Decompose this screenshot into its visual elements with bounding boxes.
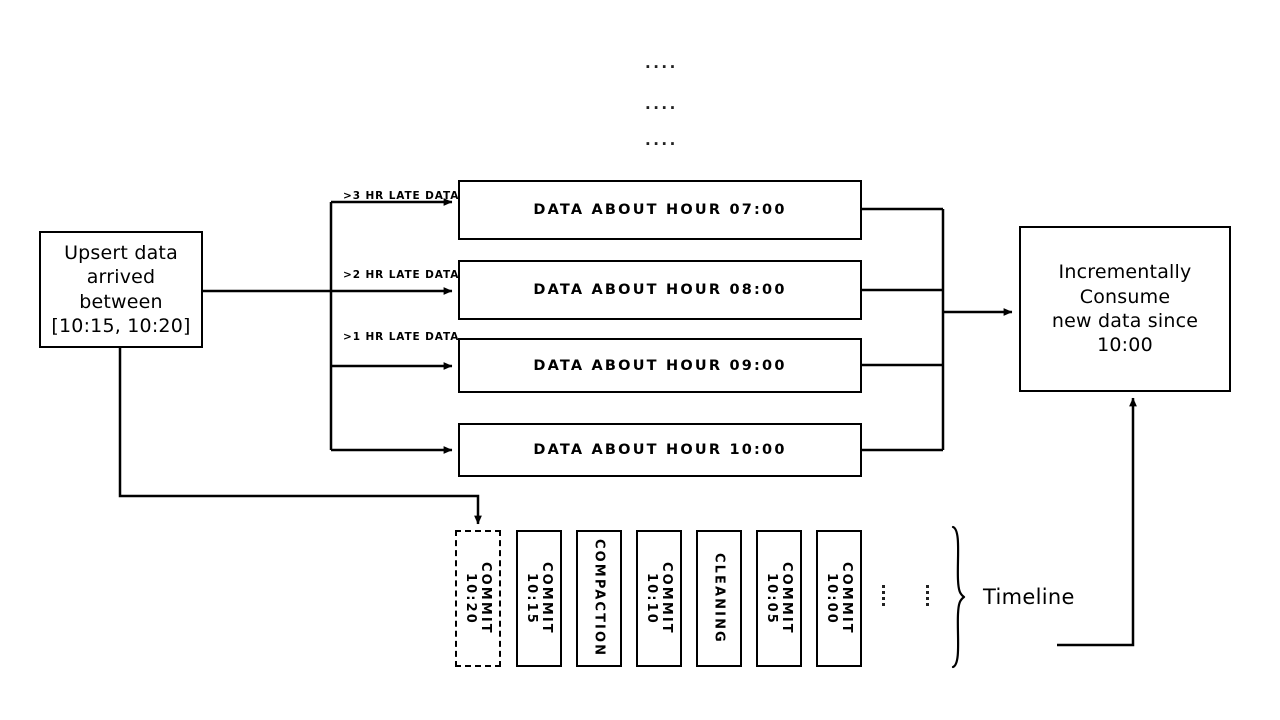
edge-label-2hr-late: >2 HR LATE DATA	[343, 269, 460, 281]
timeline-label: Timeline	[983, 585, 1075, 609]
timeline-commit-1005[interactable]: COMMIT 10:05	[756, 530, 802, 667]
upsert-source-line-1: Upsert data	[64, 241, 178, 264]
timeline-cleaning-label: CLEANING	[711, 553, 727, 644]
hour-box-08[interactable]: DATA ABOUT HOUR 08:00	[458, 260, 862, 320]
timeline-commit-1005-label: COMMIT 10:05	[764, 562, 794, 635]
timeline-commit-1020-label: COMMIT 10:20	[463, 562, 493, 635]
timeline-compaction[interactable]: COMPACTION	[576, 530, 622, 667]
incremental-consume-line-1: Incrementally Consume	[1058, 261, 1192, 308]
timeline-commit-1000[interactable]: COMMIT 10:00	[816, 530, 862, 667]
timeline-ellipsis-2	[926, 585, 929, 606]
incremental-consume-box[interactable]: Incrementally Consume new data since 10:…	[1019, 226, 1231, 392]
timeline-commit-1010[interactable]: COMMIT 10:10	[636, 530, 682, 667]
timeline-compaction-label: COMPACTION	[591, 539, 607, 658]
hour-box-10-label: DATA ABOUT HOUR 10:00	[533, 442, 787, 458]
timeline-commit-1020[interactable]: COMMIT 10:20	[455, 530, 501, 667]
upsert-source-line-2: arrived between	[79, 266, 163, 313]
timeline-commit-1000-label: COMMIT 10:00	[824, 562, 854, 635]
incremental-consume-line-2: new data since 10:00	[1051, 310, 1199, 357]
timeline-cleaning[interactable]: CLEANING	[696, 530, 742, 667]
top-dots-row-3: ....	[645, 131, 678, 149]
hour-box-07-label: DATA ABOUT HOUR 07:00	[533, 202, 787, 218]
timeline-ellipsis-1	[882, 585, 885, 606]
hour-box-10[interactable]: DATA ABOUT HOUR 10:00	[458, 423, 862, 477]
wire-source-to-commit-1020	[118, 348, 482, 525]
hour-box-09[interactable]: DATA ABOUT HOUR 09:00	[458, 338, 862, 393]
timeline-brace	[951, 525, 966, 669]
timeline-commit-1015[interactable]: COMMIT 10:15	[516, 530, 562, 667]
hour-box-08-label: DATA ABOUT HOUR 08:00	[533, 282, 787, 298]
edge-label-1hr-late: >1 HR LATE DATA	[343, 331, 460, 343]
hour-box-09-label: DATA ABOUT HOUR 09:00	[533, 357, 787, 374]
edge-label-3hr-late: >3 HR LATE DATA	[343, 190, 460, 202]
hour-box-07[interactable]: DATA ABOUT HOUR 07:00	[458, 180, 862, 240]
top-dots-row-1: ....	[645, 54, 678, 72]
top-dots-row-2: ....	[645, 95, 678, 113]
upsert-source-box[interactable]: Upsert data arrived between [10:15, 10:2…	[39, 231, 203, 348]
timeline-commit-1015-label: COMMIT 10:15	[524, 562, 554, 635]
upsert-source-line-3: [10:15, 10:20]	[51, 314, 191, 337]
timeline-commit-1010-label: COMMIT 10:10	[644, 562, 674, 635]
